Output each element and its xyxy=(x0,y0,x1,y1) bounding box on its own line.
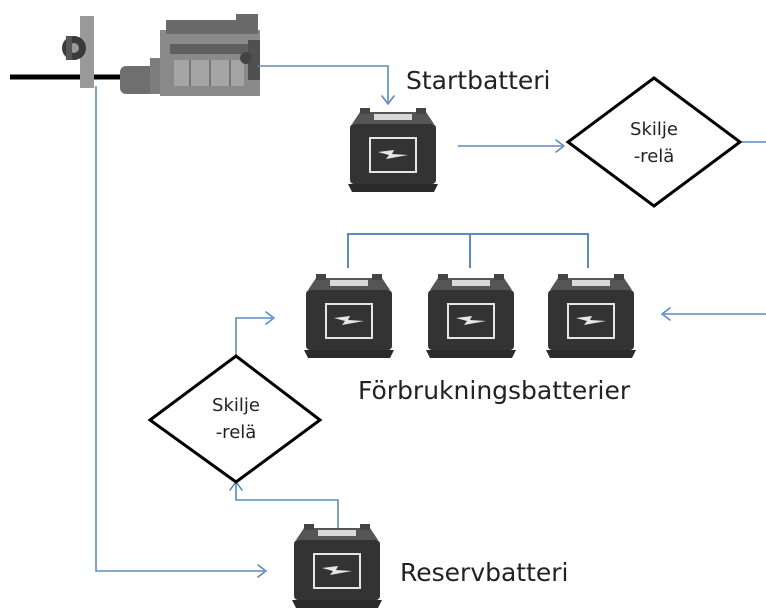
connector-engine-to-start xyxy=(258,65,389,102)
relay-1-label: Skilje -relä xyxy=(604,116,704,170)
connector-reserve-to-relay xyxy=(235,484,339,530)
relay-2-label-line2: -relä xyxy=(215,422,257,443)
engine-icon xyxy=(62,14,260,96)
battery-icon xyxy=(303,273,395,359)
battery-icon xyxy=(347,107,439,193)
arrow-head-icon xyxy=(257,564,267,578)
arrow-head-icon xyxy=(661,307,671,321)
relay-2-label: Skilje -relä xyxy=(186,392,286,446)
arrow-head-icon xyxy=(381,95,395,105)
start-battery-label: Startbatteri xyxy=(406,66,551,95)
separator-relay-2 xyxy=(147,354,323,484)
battery-icon xyxy=(291,523,383,609)
connector-engine-to-reserve xyxy=(95,86,264,572)
relay-2-label-line1: Skilje xyxy=(212,395,260,416)
battery-icon xyxy=(425,273,517,359)
consumer-batteries-label: Förbrukningsbatterier xyxy=(358,376,631,405)
consumer-battery-bus xyxy=(347,233,589,268)
arrow-head-icon xyxy=(265,311,275,325)
battery-icon xyxy=(545,273,637,359)
connector-relay-to-consumers xyxy=(235,317,272,356)
reserve-battery-label: Reservbatteri xyxy=(400,558,569,587)
separator-relay-1 xyxy=(565,76,743,208)
arrow-head-icon xyxy=(555,139,565,153)
relay-1-label-line2: -relä xyxy=(633,146,675,167)
relay-1-label-line1: Skilje xyxy=(630,119,678,140)
